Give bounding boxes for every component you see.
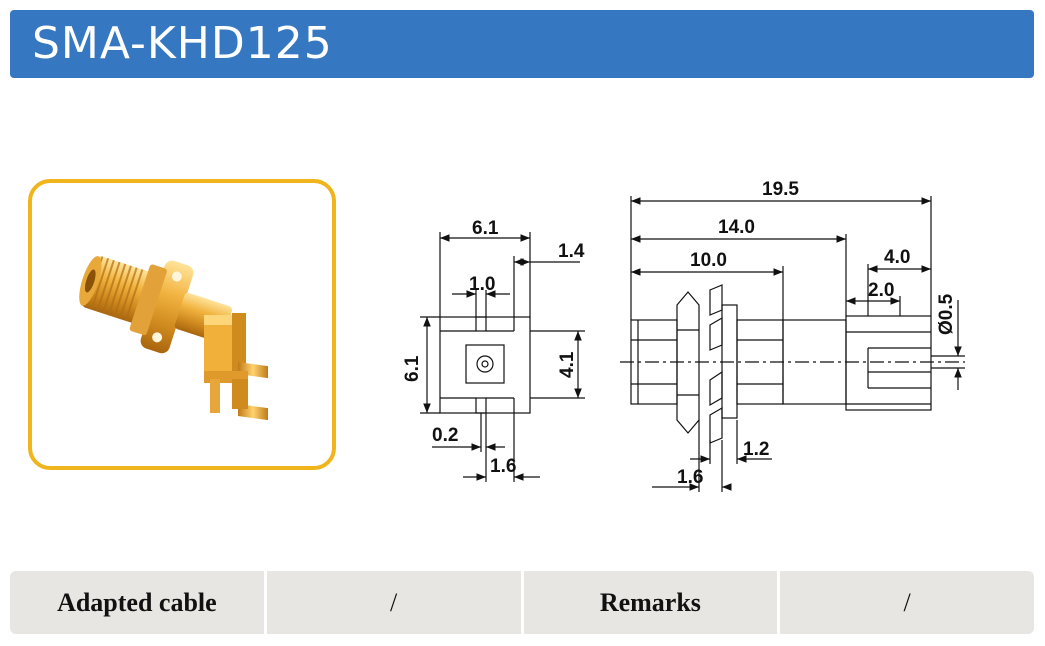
remarks-value: / — [780, 571, 1034, 634]
spec-table: Adapted cable / Remarks / — [10, 571, 1034, 634]
dim-front-width: 6.1 — [472, 218, 499, 239]
dim-front-height: 6.1 — [402, 355, 423, 382]
dim-front-offset: 1.4 — [558, 241, 585, 262]
sma-connector-photo — [79, 256, 268, 421]
dim-inner-height: 4.1 — [557, 351, 578, 378]
adapted-cable-label: Adapted cable — [10, 571, 264, 634]
dim-flange-gap: 1.2 — [743, 439, 769, 460]
dim-tail-length: 4.0 — [884, 247, 910, 268]
dim-slot-width: 1.0 — [469, 274, 495, 295]
dim-overall-length: 19.5 — [762, 179, 799, 200]
title-bar: SMA-KHD125 — [10, 10, 1034, 78]
dim-thread-length: 10.0 — [690, 250, 727, 271]
dim-pin-gap: 0.2 — [432, 425, 458, 446]
page-title: SMA-KHD125 — [32, 18, 333, 69]
dim-nut-width: 1.6 — [677, 467, 703, 488]
technical-drawing: 6.1 1.4 1.0 6.1 4.1 0.2 1.6 19.5 14.0 10… — [402, 179, 965, 492]
dim-pin-spacing: 1.6 — [490, 456, 516, 477]
dim-pin-length: 2.0 — [868, 280, 894, 301]
dim-body-length: 14.0 — [718, 217, 755, 238]
adapted-cable-value: / — [266, 571, 521, 634]
remarks-label: Remarks — [523, 571, 778, 634]
dim-pin-diameter: Ø0.5 — [936, 293, 957, 335]
product-photo-frame — [28, 179, 336, 470]
